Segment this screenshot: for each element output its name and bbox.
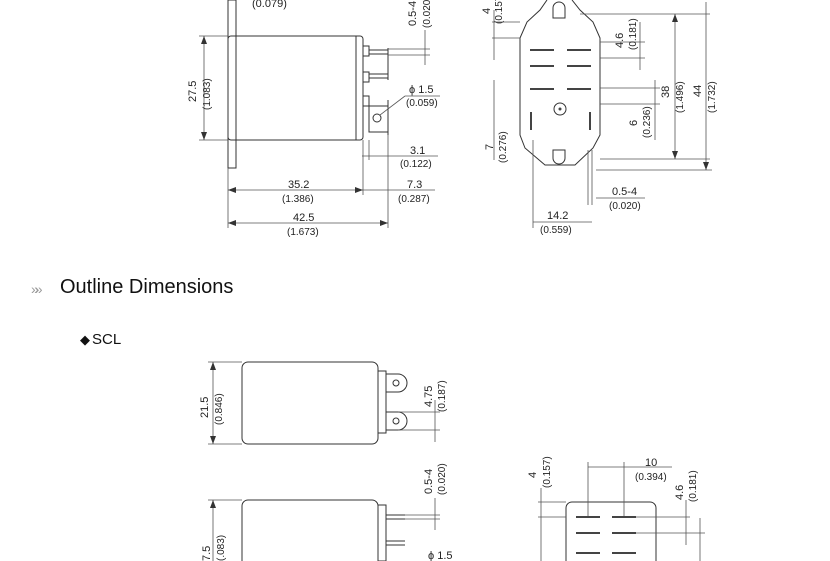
model-name: SCL — [92, 331, 122, 348]
dim-hole-in: (0.059) — [406, 98, 438, 109]
bottom-view-top: 4 (0.157) 4.6 (0.181) 6 (0.236) 38 (1.49… — [481, 0, 718, 236]
scl-dim-tab: 4.75 — [423, 386, 435, 407]
model-label: ◆SCL — [80, 331, 121, 348]
dim-pin-len: 7.3 — [407, 179, 422, 191]
dim-height-in: (1.083) — [202, 78, 213, 110]
scl-top-view: 21.5 (0.846) 4.75 (0.187) — [199, 361, 448, 445]
scl-bottom-view: 4 (0.157) 10 (0.394) 4.6 (0.181) — [527, 456, 705, 561]
dim-width: 14.2 — [547, 210, 568, 222]
scl-dim-row-in: (0.181) — [688, 470, 699, 502]
scl-dim-height-in: (0.846) — [214, 393, 225, 425]
dim-bottom-pin-thick-in: (0.020) — [609, 201, 641, 212]
dim-top-in: (0.157) — [494, 0, 505, 24]
scl-dim-pin-thick: 0.5-4 — [423, 469, 435, 494]
scl-dim-side-height-in: (.083) — [216, 535, 227, 561]
dim-row-in: (0.236) — [642, 106, 653, 138]
diamond-icon: ◆ — [80, 332, 90, 347]
dim-pitch: 4.6 — [614, 33, 626, 48]
dim-body-len: 35.2 — [288, 179, 309, 191]
scl-side-view: 7.5 (.083) 0.5-4 (0.020) ϕ 1.5 — [201, 463, 453, 561]
dim-bottom-pin-thick: 0.5-4 — [612, 186, 637, 198]
dim-width-in: (0.559) — [540, 225, 572, 236]
dim-total-in: (1.732) — [707, 81, 718, 113]
dim-pin-off-in: (0.122) — [400, 159, 432, 170]
dim-pin-len-in: (0.287) — [398, 194, 430, 205]
section-marker-icon: »» — [31, 281, 42, 297]
dim-pin-off: 3.1 — [410, 145, 425, 157]
dim-flange: 7 — [484, 144, 496, 150]
dim-total-len-in: (1.673) — [287, 227, 319, 238]
dim-total-len: 42.5 — [293, 212, 314, 224]
dim-row: 6 — [628, 120, 640, 126]
dim-pitch-in: (0.181) — [628, 18, 639, 50]
scl-dim-pitch-in: (0.394) — [635, 472, 667, 483]
scl-dim-tab-in: (0.187) — [437, 380, 448, 412]
scl-dim-pin-thick-in: (0.020) — [437, 463, 448, 495]
dim-body: 38 — [660, 86, 672, 98]
dim-hole: ϕ 1.5 — [409, 84, 434, 96]
dim-total: 44 — [692, 85, 704, 97]
dim-flange-in: (0.276) — [498, 131, 509, 163]
scl-dim-top-in: (0.157) — [542, 456, 553, 488]
dim-pin-thick: 0.5-4 — [407, 1, 419, 26]
dim-pin-width-in: (0.079) — [252, 0, 287, 10]
dim-top: 4 — [481, 8, 493, 14]
scl-dim-height: 21.5 — [199, 397, 211, 418]
scl-dim-row: 4.6 — [674, 485, 686, 500]
scl-dim-side-height: 7.5 — [201, 546, 213, 561]
scl-dim-pitch: 10 — [645, 457, 657, 469]
dim-height: 27.5 — [187, 81, 199, 102]
dim-body-in: (1.496) — [675, 81, 686, 113]
dim-body-len-in: (1.386) — [282, 194, 314, 205]
dim-pin-thick-in: (0.020) — [422, 0, 433, 28]
scl-dim-hole: ϕ 1.5 — [428, 550, 453, 561]
section-title: Outline Dimensions — [60, 276, 234, 298]
scl-dim-top: 4 — [527, 472, 539, 478]
side-view-top: (0.079) 27.5 (1.083) 0.5-4 (0.020) ϕ 1.5… — [187, 0, 440, 238]
